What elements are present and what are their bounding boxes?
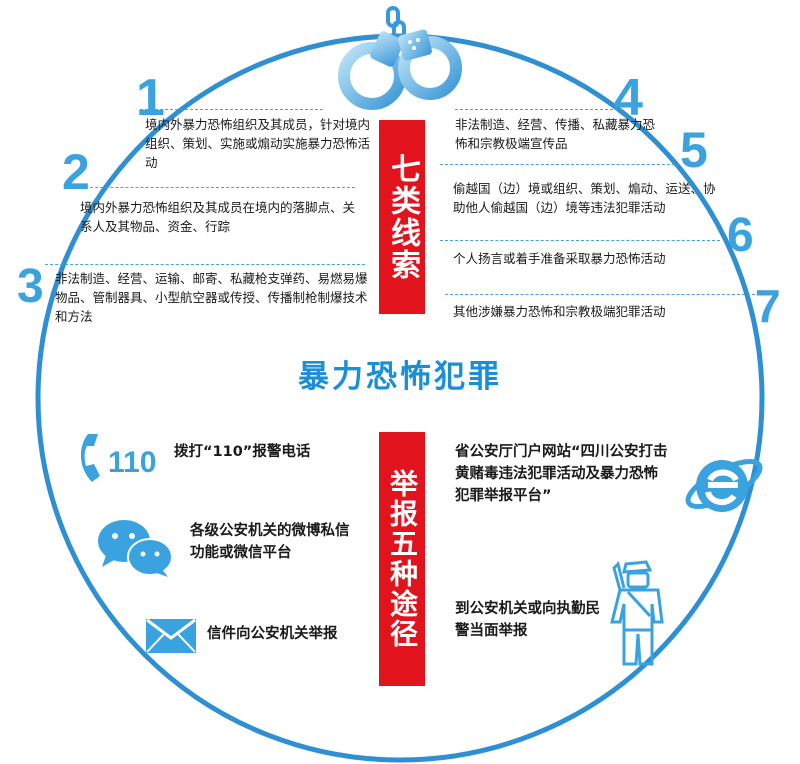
envelope-icon <box>146 618 196 653</box>
phone-110-icon: 110 <box>74 428 170 488</box>
clue-text-4: 非法制造、经营、传播、私藏暴力恐怖和宗教极端宣传品 <box>455 117 656 151</box>
way-text-2: 各级公安机关的微博私信功能或微信平台 <box>190 523 350 561</box>
way-text-5: 到公安机关或向执勤民警当面举报 <box>455 601 600 639</box>
clue-text-2: 境内外暴力恐怖组织及其成员在境内的落脚点、关系人及其物品、资金、行踪 <box>80 200 356 234</box>
ie-browser-icon <box>685 459 763 512</box>
way-text-1: 拨打“110”报警电话 <box>174 444 311 460</box>
way-text-4: 省公安厅门户网站“四川公安打击黄赌毒违法犯罪活动及暴力恐怖犯罪举报平台” <box>455 444 668 504</box>
central-title: 暴力恐怖犯罪 <box>298 359 502 395</box>
clue-number-7: 7 <box>755 280 781 332</box>
handcuffs-icon <box>338 6 462 110</box>
clue-text-5: 偷越国（边）境或组织、策划、煽动、运送、协助他人偷越国（边）境等违法犯罪活动 <box>453 181 716 215</box>
clue-number-5: 5 <box>680 122 708 178</box>
clue-text-1: 境内外暴力恐怖组织及其成员，针对境内组织、策划、实施或煽动实施暴力恐怖活动 <box>145 117 371 170</box>
divider-2 <box>70 187 355 188</box>
police-officer-icon <box>610 560 664 666</box>
clue-number-4: 4 <box>614 69 643 127</box>
clue-number-6: 6 <box>727 209 754 262</box>
five-ways-banner: 举报五种途径 <box>379 432 425 686</box>
clue-text-6: 个人扬言或着手准备采取暴力恐怖活动 <box>453 251 666 266</box>
clue-number-1: 1 <box>136 69 165 127</box>
clue-number-3: 3 <box>17 260 44 313</box>
seven-clues-banner: 七类线索 <box>379 120 425 314</box>
divider-1 <box>140 109 323 110</box>
divider-6 <box>440 240 720 241</box>
phone-110-label: 110 <box>108 446 157 479</box>
wechat-icon <box>98 520 173 577</box>
clue-text-3: 非法制造、经营、运输、邮寄、私藏枪支弹药、易燃易爆物品、管制器具、小型航空器或传… <box>55 271 368 324</box>
divider-5 <box>440 164 680 165</box>
divider-4 <box>455 109 623 110</box>
clue-number-2: 2 <box>62 144 90 200</box>
clue-text-7: 其他涉嫌暴力恐怖和宗教极端犯罪活动 <box>453 304 666 319</box>
divider-3 <box>45 264 365 265</box>
way-text-3: 信件向公安机关举报 <box>207 626 338 642</box>
divider-7 <box>445 294 755 295</box>
